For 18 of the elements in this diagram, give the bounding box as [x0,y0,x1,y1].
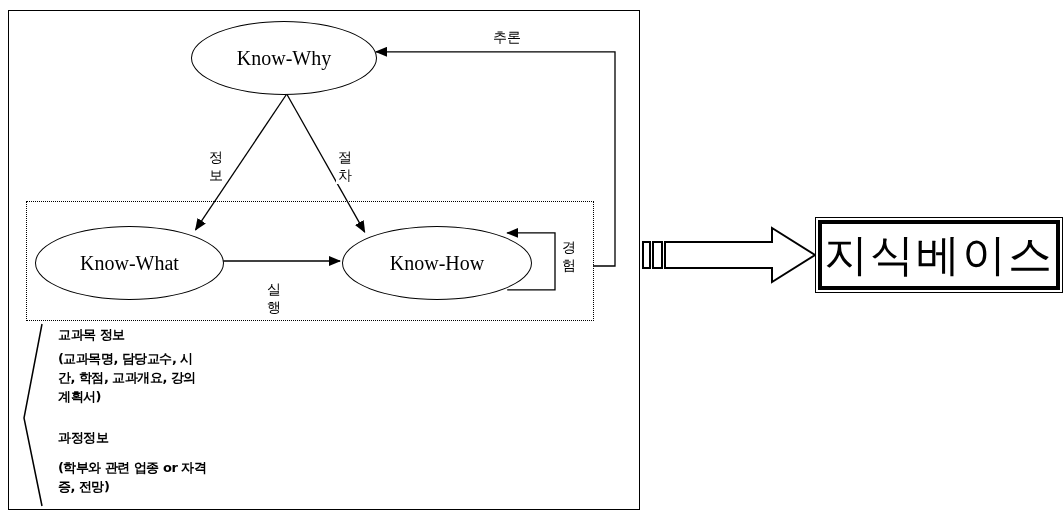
concept-ellipse: Know-Why [191,21,377,95]
edge-label: 실행 [265,280,283,317]
note-text: 과정정보 [58,429,110,447]
concept-ellipse: Know-How [342,226,532,300]
concept-ellipse: Know-What [35,226,224,300]
arrow [375,46,616,267]
edge-label: 절차 [336,148,354,185]
edge-label: 추론 [492,28,522,47]
arrow [286,93,366,233]
frame-box [8,10,640,510]
arrow [194,93,288,231]
arrow [506,227,556,291]
group-box [26,201,594,321]
note-text: (학부와 관련 업종 or 자격증, 전망) [58,459,208,496]
note-text: 교과목 정보 [58,326,126,344]
note-text: (교과목명, 담당교수, 시간, 학점, 교과개요, 강의계획서) [58,350,197,406]
title-box: 지식베이스 [815,217,1063,293]
block-arrow [642,226,817,284]
